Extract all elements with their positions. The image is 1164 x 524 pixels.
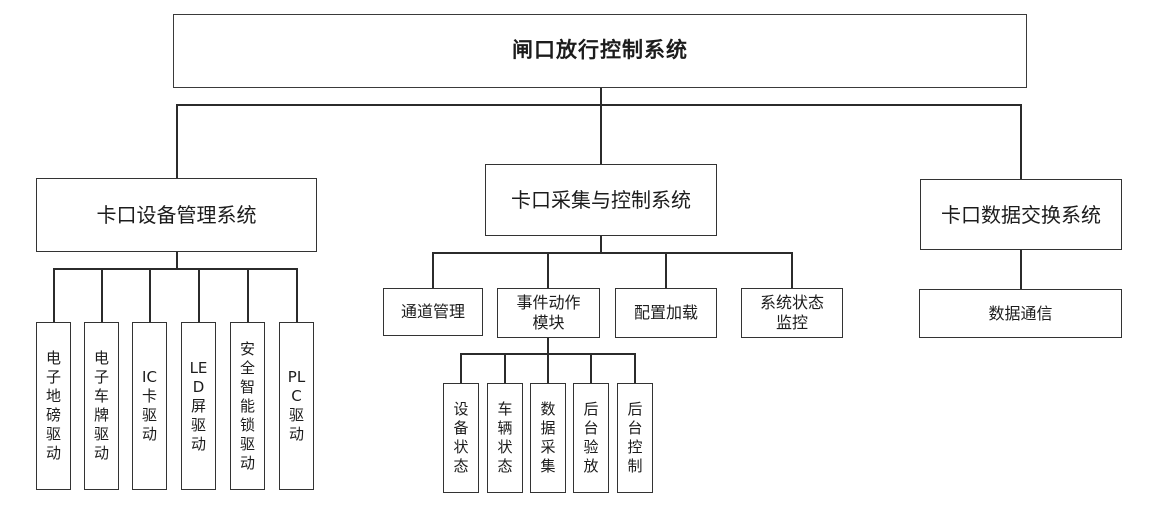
node-driver-electronic-weighbridge: 电子地磅驱动: [36, 322, 71, 490]
connector-line: [547, 353, 549, 383]
node-event-action-module: 事件动作 模块: [497, 288, 600, 338]
root-node-gate-release-control-system: 闸口放行控制系统: [173, 14, 1027, 88]
node-config-loading: 配置加载: [615, 288, 717, 338]
connector-line: [247, 268, 249, 322]
connector-line: [296, 268, 298, 322]
node-system-status-monitor: 系统状态 监控: [741, 288, 843, 338]
connector-line: [600, 87, 602, 165]
connector-line: [432, 252, 434, 289]
connector-line: [600, 235, 602, 254]
node-backend-inspection-release: 后台验放: [573, 383, 609, 493]
node-driver-led-screen: LED屏驱动: [181, 322, 216, 490]
connector-line: [53, 268, 298, 270]
node-device-status: 设备状态: [443, 383, 479, 493]
node-driver-plc: PLC驱动: [279, 322, 314, 490]
connector-line: [460, 353, 462, 383]
connector-line: [634, 353, 636, 383]
connector-line: [665, 252, 667, 289]
node-vehicle-status: 车辆状态: [487, 383, 523, 493]
node-channel-management: 通道管理: [383, 288, 483, 336]
connector-line: [149, 268, 151, 322]
connector-line: [176, 251, 178, 270]
connector-line: [547, 252, 549, 289]
node-device-management-system: 卡口设备管理系统: [36, 178, 317, 252]
node-data-communication: 数据通信: [919, 289, 1122, 338]
node-data-collection: 数据采集: [530, 383, 566, 493]
connector-line: [547, 337, 549, 355]
connector-line: [53, 268, 55, 322]
connector-line: [791, 252, 793, 289]
connector-line: [432, 252, 792, 254]
node-collection-control-system: 卡口采集与控制系统: [485, 164, 717, 236]
connector-line: [198, 268, 200, 322]
connector-line: [1020, 249, 1022, 290]
node-backend-control: 后台控制: [617, 383, 653, 493]
connector-line: [1020, 104, 1022, 180]
connector-line: [176, 104, 178, 178]
node-driver-ic-card: IC卡驱动: [132, 322, 167, 490]
node-data-exchange-system: 卡口数据交换系统: [920, 179, 1122, 250]
connector-line: [590, 353, 592, 383]
connector-line: [101, 268, 103, 322]
connector-line: [504, 353, 506, 383]
node-driver-smart-security-lock: 安全智能锁驱动: [230, 322, 265, 490]
node-driver-electronic-plate: 电子车牌驱动: [84, 322, 119, 490]
connector-line: [176, 104, 1022, 106]
